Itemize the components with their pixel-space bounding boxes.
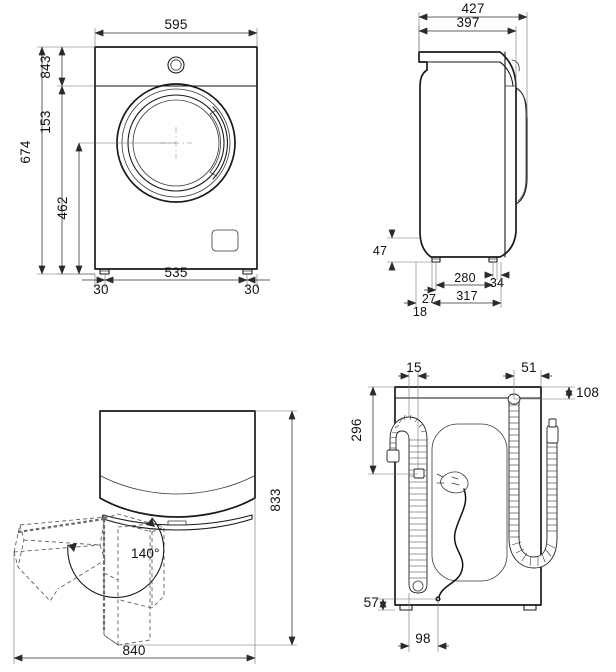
- dim-label-140deg: 140°: [131, 546, 160, 561]
- door-open-hinge-dash: [17, 517, 105, 534]
- dim-label-535: 535: [164, 265, 187, 280]
- control-knob-icon: [167, 56, 185, 74]
- dim-label-833: 833: [268, 488, 283, 511]
- dim-label-47: 47: [373, 244, 387, 258]
- power-cord: [435, 471, 469, 602]
- dim-label-30-right: 30: [244, 282, 259, 297]
- rear-dim-51: 51: [503, 360, 552, 399]
- swing-dim-833: 833: [118, 410, 297, 646]
- side-dim-47: 47: [373, 229, 432, 271]
- dim-label-462: 462: [55, 196, 70, 219]
- drain-hose-clip: [413, 468, 425, 479]
- dim-label-57: 57: [364, 595, 379, 610]
- front-dim-674: 153: [38, 85, 95, 275]
- rear-dim-57: 57: [364, 595, 438, 611]
- rear-cabinet-outline: [394, 386, 542, 606]
- front-dim-153: 843: [38, 46, 66, 87]
- inlet-hose: [507, 393, 559, 569]
- front-cabinet-outline: [94, 46, 258, 270]
- rear-view-body: [386, 386, 559, 611]
- dim-label-840: 840: [122, 643, 145, 658]
- swing-door-handle: [167, 520, 187, 526]
- dim-label-843: 674: [18, 140, 33, 163]
- drain-hose-end: [386, 449, 400, 463]
- inlet-hose-connector: [546, 418, 559, 444]
- dim-label-317: 317: [456, 289, 477, 303]
- door-handle: [212, 106, 229, 180]
- front-view-body: [94, 46, 258, 275]
- side-dim-397: 397: [418, 15, 517, 88]
- front-feet: [99, 268, 253, 275]
- side-top-lip: [418, 61, 514, 87]
- dim-label-27: 27: [422, 292, 436, 306]
- service-panel-outline: [431, 423, 508, 582]
- filter-flap: [211, 229, 239, 252]
- rear-dim-108: 108: [514, 385, 599, 400]
- dim-label-34: 34: [490, 276, 504, 290]
- dim-label-98: 98: [415, 631, 430, 646]
- side-dim-317: 18 317: [404, 262, 502, 319]
- rear-foot-left: [399, 604, 413, 611]
- side-view-body: [418, 51, 528, 263]
- rear-foot-right: [523, 604, 537, 611]
- dim-label-15: 15: [406, 360, 421, 375]
- dim-label-427: 427: [461, 1, 484, 16]
- swing-dim-840: 840: [13, 498, 256, 664]
- dim-label-595: 595: [164, 17, 187, 32]
- power-plug-icon: [436, 471, 469, 494]
- front-dim-total-height: 674: [18, 46, 95, 275]
- dim-label-108: 108: [576, 385, 599, 400]
- dim-label-280: 280: [454, 271, 475, 285]
- front-dim-width: 595: [94, 17, 258, 47]
- rear-dim-98: 98: [398, 593, 449, 652]
- rear-dim-15: 15: [398, 360, 429, 470]
- side-dim-feet: 280 27 34: [422, 262, 510, 306]
- rear-dim-296: 296: [349, 386, 418, 475]
- front-dim-462: 462: [55, 142, 176, 275]
- door-open-position-intermediate: [103, 513, 165, 609]
- door-open-position-full: [13, 516, 106, 602]
- swing-arc-arrow-left: [68, 543, 77, 552]
- swing-arc-140: [67, 517, 165, 599]
- dim-label-296: 296: [349, 418, 364, 441]
- door-swing-view-body: 140°: [13, 410, 256, 646]
- dim-label-674: 153: [38, 110, 53, 133]
- rear-feet: [399, 604, 537, 611]
- drain-hose: [386, 414, 428, 594]
- dim-label-18: 18: [413, 305, 427, 319]
- dim-label-30-left: 30: [93, 282, 108, 297]
- dim-label-153: 843: [38, 55, 53, 78]
- door-open-position-vertical: [103, 519, 151, 646]
- swing-cabinet-front-curve: [100, 475, 255, 495]
- swing-cabinet-outline: [99, 410, 256, 518]
- side-cabinet-outline: [418, 51, 517, 258]
- dim-label-51: 51: [521, 360, 536, 375]
- dim-label-397: 397: [456, 15, 479, 30]
- swing-arc-arrow-right: [146, 518, 155, 527]
- front-dim-feet: 30 535 30: [82, 265, 270, 297]
